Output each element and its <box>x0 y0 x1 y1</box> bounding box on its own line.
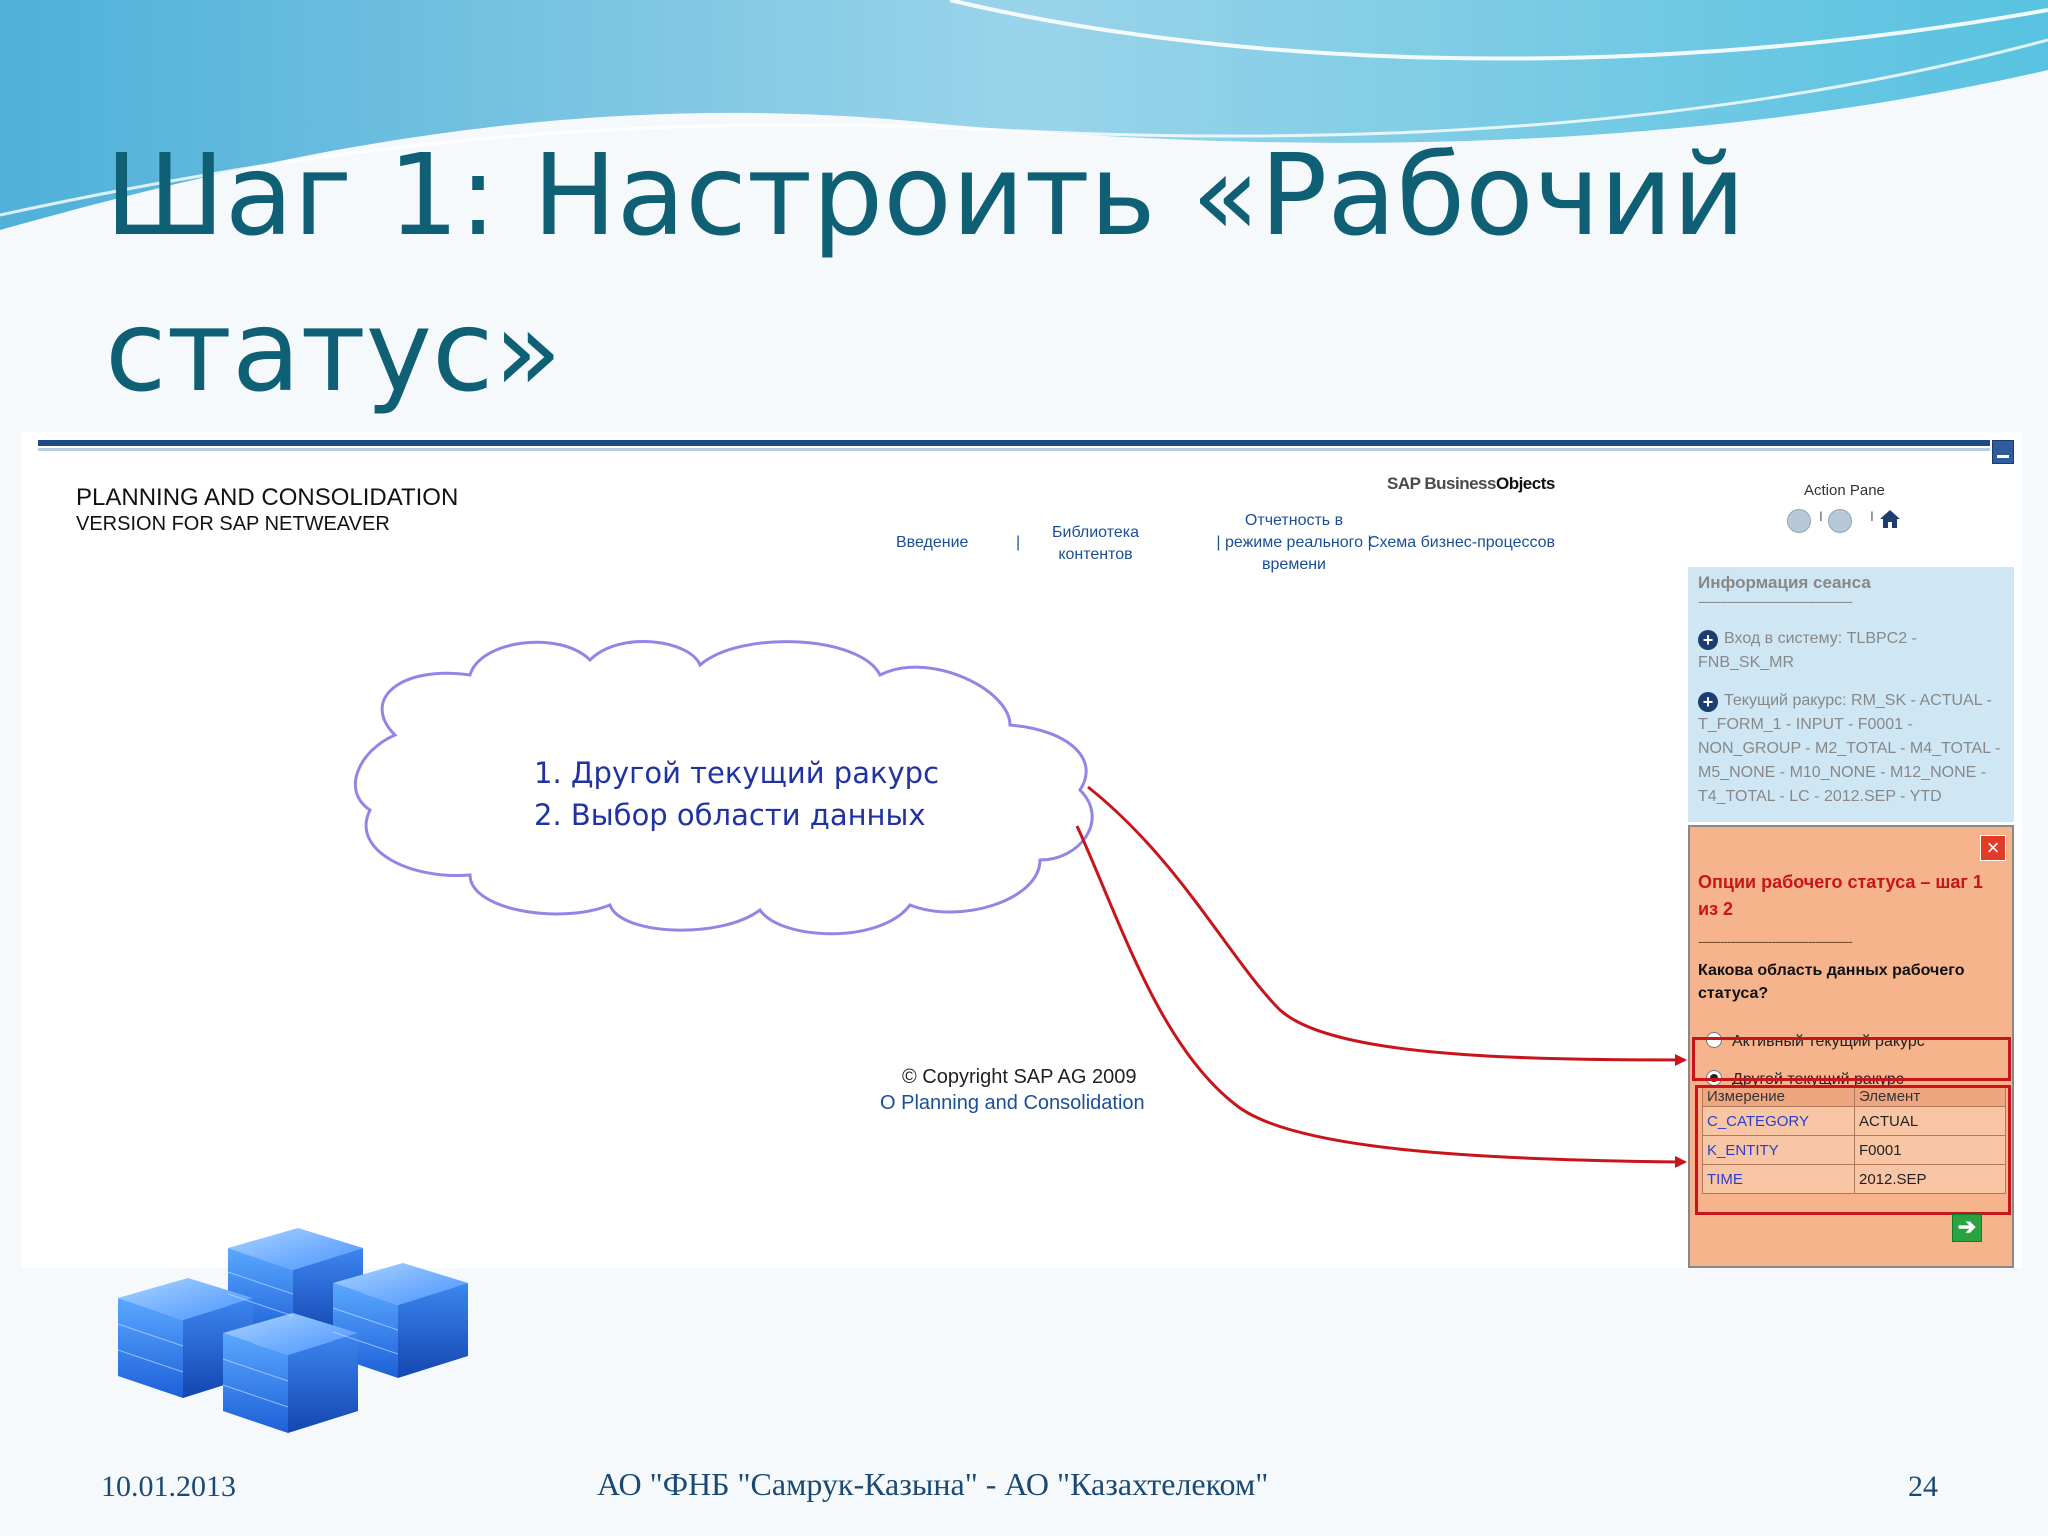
page-number: 24 <box>1908 1470 1938 1503</box>
slide-title: Шаг 1: Настроить «Рабочий статус» <box>105 131 1746 417</box>
footer-date: 10.01.2013 <box>101 1470 236 1503</box>
action-pane-label: Action Pane <box>1804 482 1885 499</box>
expand-icon[interactable]: + <box>1698 630 1718 650</box>
nav-intro[interactable]: Введение <box>896 534 969 551</box>
callout-line-1: 1. Другой текущий ракурс <box>534 756 940 790</box>
nav-separator: | <box>1016 534 1021 551</box>
back-icon[interactable] <box>1787 509 1811 533</box>
session-title: Информация сеанса <box>1698 573 1871 592</box>
action-separator: I <box>1819 508 1823 524</box>
work-status-panel: × Опции рабочего статуса – шаг 1 из 2 --… <box>1688 825 2014 1268</box>
action-separator: I <box>1870 508 1874 524</box>
app-title: PLANNING AND CONSOLIDATION <box>76 484 459 511</box>
member-value: F0001 <box>1854 1135 2006 1165</box>
callout-text: 1. Другой текущий ракурс 2. Выбор област… <box>534 752 939 836</box>
table-row: K_ENTITY F0001 <box>1702 1135 2006 1165</box>
close-icon[interactable]: × <box>1980 835 2006 861</box>
minimize-icon[interactable] <box>1992 440 2014 464</box>
table-row: C_CATEGORY ACTUAL <box>1702 1106 2006 1136</box>
footer-organization: АО "ФНБ "Самрук-Казына" - АО "Казахтелек… <box>597 1466 1269 1502</box>
top-border <box>38 440 1990 446</box>
callout-line-2: 2. Выбор области данных <box>534 798 926 832</box>
session-current-view[interactable]: +Текущий ракурс: RM_SK - ACTUAL - T_FORM… <box>1698 692 2001 805</box>
data-region-table: Измерение Элемент C_CATEGORY ACTUAL K_EN… <box>1702 1085 2006 1194</box>
member-value: 2012.SEP <box>1854 1164 2006 1194</box>
data-cubes-decoration <box>118 1228 468 1433</box>
session-login[interactable]: +Вход в систему: TLBPC2 - FNB_SK_MR <box>1698 630 1917 671</box>
table-row: TIME 2012.SEP <box>1702 1164 2006 1194</box>
dimension-link[interactable]: K_ENTITY <box>1702 1135 1855 1165</box>
work-status-divider: ----------------------------------------… <box>1698 933 1853 949</box>
forward-icon[interactable] <box>1828 509 1852 533</box>
member-value: ACTUAL <box>1854 1106 2006 1136</box>
copyright-block: © Copyright SAP AG 2009 О Planning and C… <box>880 1064 1145 1116</box>
work-status-question: Какова область данных рабочего статуса? <box>1698 962 1965 1002</box>
about-link[interactable]: О Planning and Consolidation <box>880 1092 1145 1114</box>
radio-button[interactable] <box>1706 1032 1722 1048</box>
home-icon[interactable] <box>1878 507 1902 531</box>
expand-icon[interactable]: + <box>1698 692 1718 712</box>
column-header: Элемент <box>1854 1085 2006 1107</box>
highlight-data-region <box>1695 1085 2011 1215</box>
app-subtitle: VERSION FOR SAP NETWEAVER <box>76 513 390 535</box>
next-arrow-icon[interactable]: ➔ <box>1952 1214 1982 1242</box>
nav-business-process-flows[interactable]: Схема бизнес-процессов <box>1368 534 1556 551</box>
highlight-selected-option <box>1692 1037 2011 1081</box>
top-border-light <box>38 448 1990 451</box>
nav-content-library[interactable]: Библиотека контентов <box>1052 524 1139 563</box>
copyright-text: © Copyright SAP AG 2009 <box>902 1066 1137 1088</box>
work-status-title: Опции рабочего статуса – шаг 1 из 2 <box>1698 872 1983 919</box>
nav-realtime-reporting[interactable]: Отчетность в | режиме реального | времен… <box>1216 512 1372 573</box>
session-info-panel: Информация сеанса ----------------------… <box>1688 567 2014 822</box>
dimension-link[interactable]: TIME <box>1702 1164 1855 1194</box>
header-wave-decoration <box>0 0 2048 230</box>
sap-businessobjects-logo: SAP BusinessObjects <box>1387 474 1555 493</box>
session-divider: ----------------------------------------… <box>1698 593 1853 609</box>
